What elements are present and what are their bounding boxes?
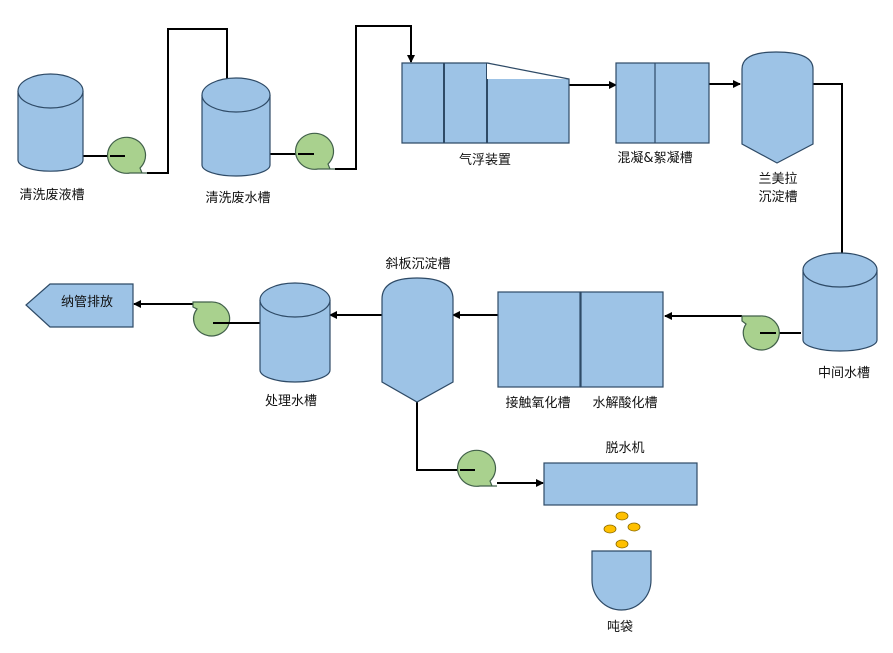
cleaning-waste-tank [17,73,84,172]
air-flotation-unit [401,62,570,144]
pipe-settler-to-pump5 [416,402,475,471]
pipe-pump1-to-water-tank [147,28,231,174]
label-discharge: 纳管排放 [60,295,114,310]
label-lamella-line2: 沉淀槽 [758,190,798,205]
pump-4-icon [192,301,231,337]
label-intermediate-tank: 中间水槽 [817,366,871,381]
pump-2-icon [294,132,335,170]
label-cleaning-water-tank: 清洗废水槽 [205,191,271,206]
label-contact-oxidation-tank: 接触氧化槽 [505,396,571,411]
discharge-outlet [25,283,134,328]
label-lamella-line1: 兰美拉 [758,172,798,187]
ton-bag [591,550,652,611]
treated-water-tank [259,282,331,383]
pipe-lamella-to-intermediate [813,83,846,269]
label-cleaning-waste-tank: 清洗废液槽 [19,188,85,203]
label-treated-water-tank: 处理水槽 [264,394,318,409]
pipe-pump2-to-flotation [335,25,415,170]
label-ton-bag: 吨袋 [606,620,634,635]
coag-floc-tank [615,62,710,144]
label-inclined-plate-settler: 斜板沉淀槽 [385,257,451,272]
label-hydrolysis-tank: 水解酸化槽 [592,396,658,411]
lamella-settler [741,51,814,164]
label-dewatering-machine: 脱水机 [605,441,645,456]
sludge-particles [603,511,641,549]
inclined-plate-settler [381,277,454,403]
pump-5-icon [456,449,497,487]
intermediate-tank [802,252,878,352]
hydrolysis-tank [580,291,664,388]
label-coag-floc-tank: 混凝&絮凝槽 [617,151,693,166]
pump-1-icon [106,136,147,174]
label-air-flotation: 气浮装置 [458,153,512,168]
cleaning-water-tank [201,77,271,177]
contact-oxidation-tank [497,291,581,388]
dewatering-machine [543,462,698,506]
